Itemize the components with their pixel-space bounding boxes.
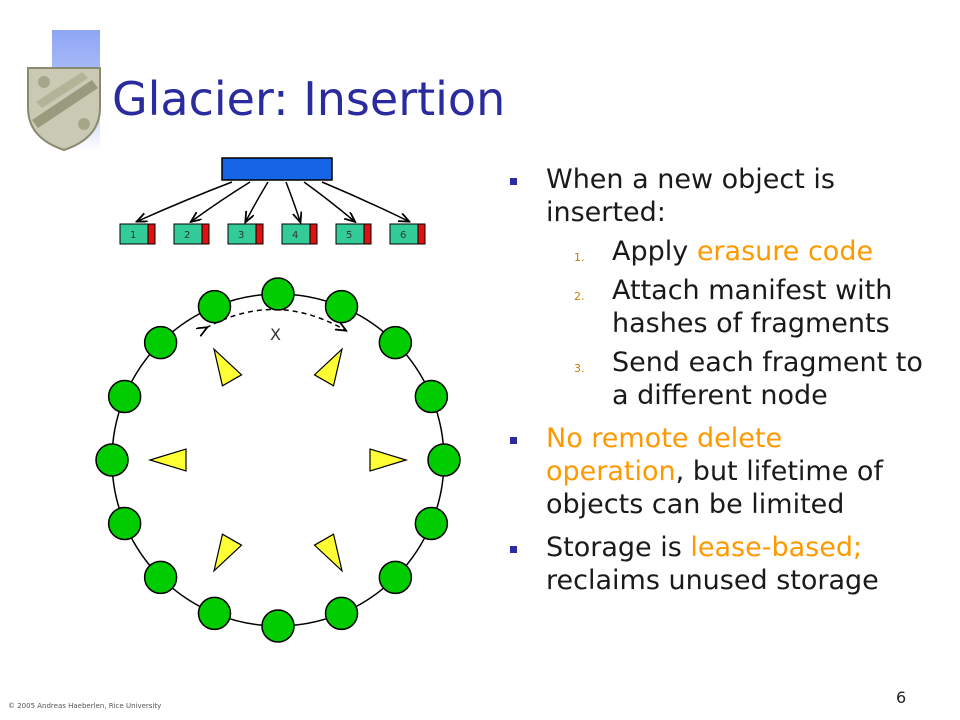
object-block [221,157,333,181]
bullet-lease: Storage is lease-based; reclaims unused … [508,531,928,597]
overlay-node [324,289,359,324]
fragment-row: 1 2 3 4 5 6 [119,223,426,245]
distance-label: X [270,325,281,344]
fragment-label: 5 [346,230,352,241]
fragment-arrow [246,181,269,221]
slide-title: Glacier: Insertion [112,72,506,126]
step-number: 2. [574,290,585,303]
overlay-node [378,325,413,360]
overlay-node [197,596,232,631]
manifest-block [147,223,156,245]
node-group [95,277,461,643]
step-text: Attach manifest with hashes of fragments [612,275,893,339]
insertion-steps: 1. Apply erasure code 2. Attach manifest… [546,235,928,412]
overlay-node [378,560,413,595]
step-number: 3. [574,362,585,375]
overlay-node [107,506,142,541]
manifest-block [309,223,318,245]
pointer-group [147,347,409,573]
fragment-label: 4 [292,230,298,241]
bullet-no-delete-text: , but lifetime of objects can be limited [546,456,883,520]
manifest-block [417,223,426,245]
fragment-arrow [138,181,233,221]
bullet-square-icon [510,178,517,185]
fragment-arrow [303,181,354,221]
manifest-block [255,223,264,245]
overlay-node [95,443,129,477]
bullet-no-delete: No remote delete operation, but lifetime… [508,422,928,521]
fragment-arrow [321,181,408,221]
bullet-lease-after: reclaims unused storage [546,565,879,596]
page-number: 6 [896,688,907,707]
bullet-insertion-text: When a new object is inserted: [546,164,835,228]
step-item: 1. Apply erasure code [546,235,928,268]
bullet-lease-highlight: lease-based; [690,532,863,563]
overlay-node [261,277,295,311]
overlay-node [324,596,359,631]
copyright-footer: © 2005 Andreas Haeberlen, Rice Universit… [8,702,162,710]
overlay-node [261,609,295,643]
step-text: Send each fragment to a different node [612,347,923,411]
fragment-label: 6 [400,230,406,241]
fragment-arrow [192,181,251,221]
fragment-pointer [369,448,409,472]
manifest-block [363,223,372,245]
fragment-label: 2 [184,230,190,241]
fragment-pointer [147,448,187,472]
shield-logo-icon [27,67,101,152]
step-item: 3. Send each fragment to a different nod… [546,346,928,412]
overlay-node [414,379,449,414]
overlay-node [414,506,449,541]
bullet-lease-before: Storage is [546,532,691,563]
bullet-no-delete-highlight: No remote delete operation [546,423,783,487]
fragment-pointer [212,347,243,387]
manifest-block [201,223,210,245]
fragment-pointer [313,347,344,387]
fragment-label: 1 [130,230,136,241]
bullet-list: When a new object is inserted: 1. Apply … [508,163,928,607]
bullet-square-icon [510,437,517,444]
overlay-node [107,379,142,414]
overlay-node [197,289,232,324]
fragment-arrow [285,181,300,221]
fragment-label: 3 [238,230,244,241]
step-item: 2. Attach manifest with hashes of fragme… [546,274,928,340]
bullet-square-icon [510,546,517,553]
bullet-insertion: When a new object is inserted: 1. Apply … [508,163,928,412]
fragment-pointer [313,533,344,573]
overlay-node [143,560,178,595]
fragment-arrows [138,181,408,221]
overlay-node [143,325,178,360]
step-highlight: erasure code [696,236,874,267]
step-text: Apply [612,236,697,267]
step-number: 1. [574,251,585,264]
fragment-pointer [212,533,243,573]
overlay-node [427,443,461,477]
